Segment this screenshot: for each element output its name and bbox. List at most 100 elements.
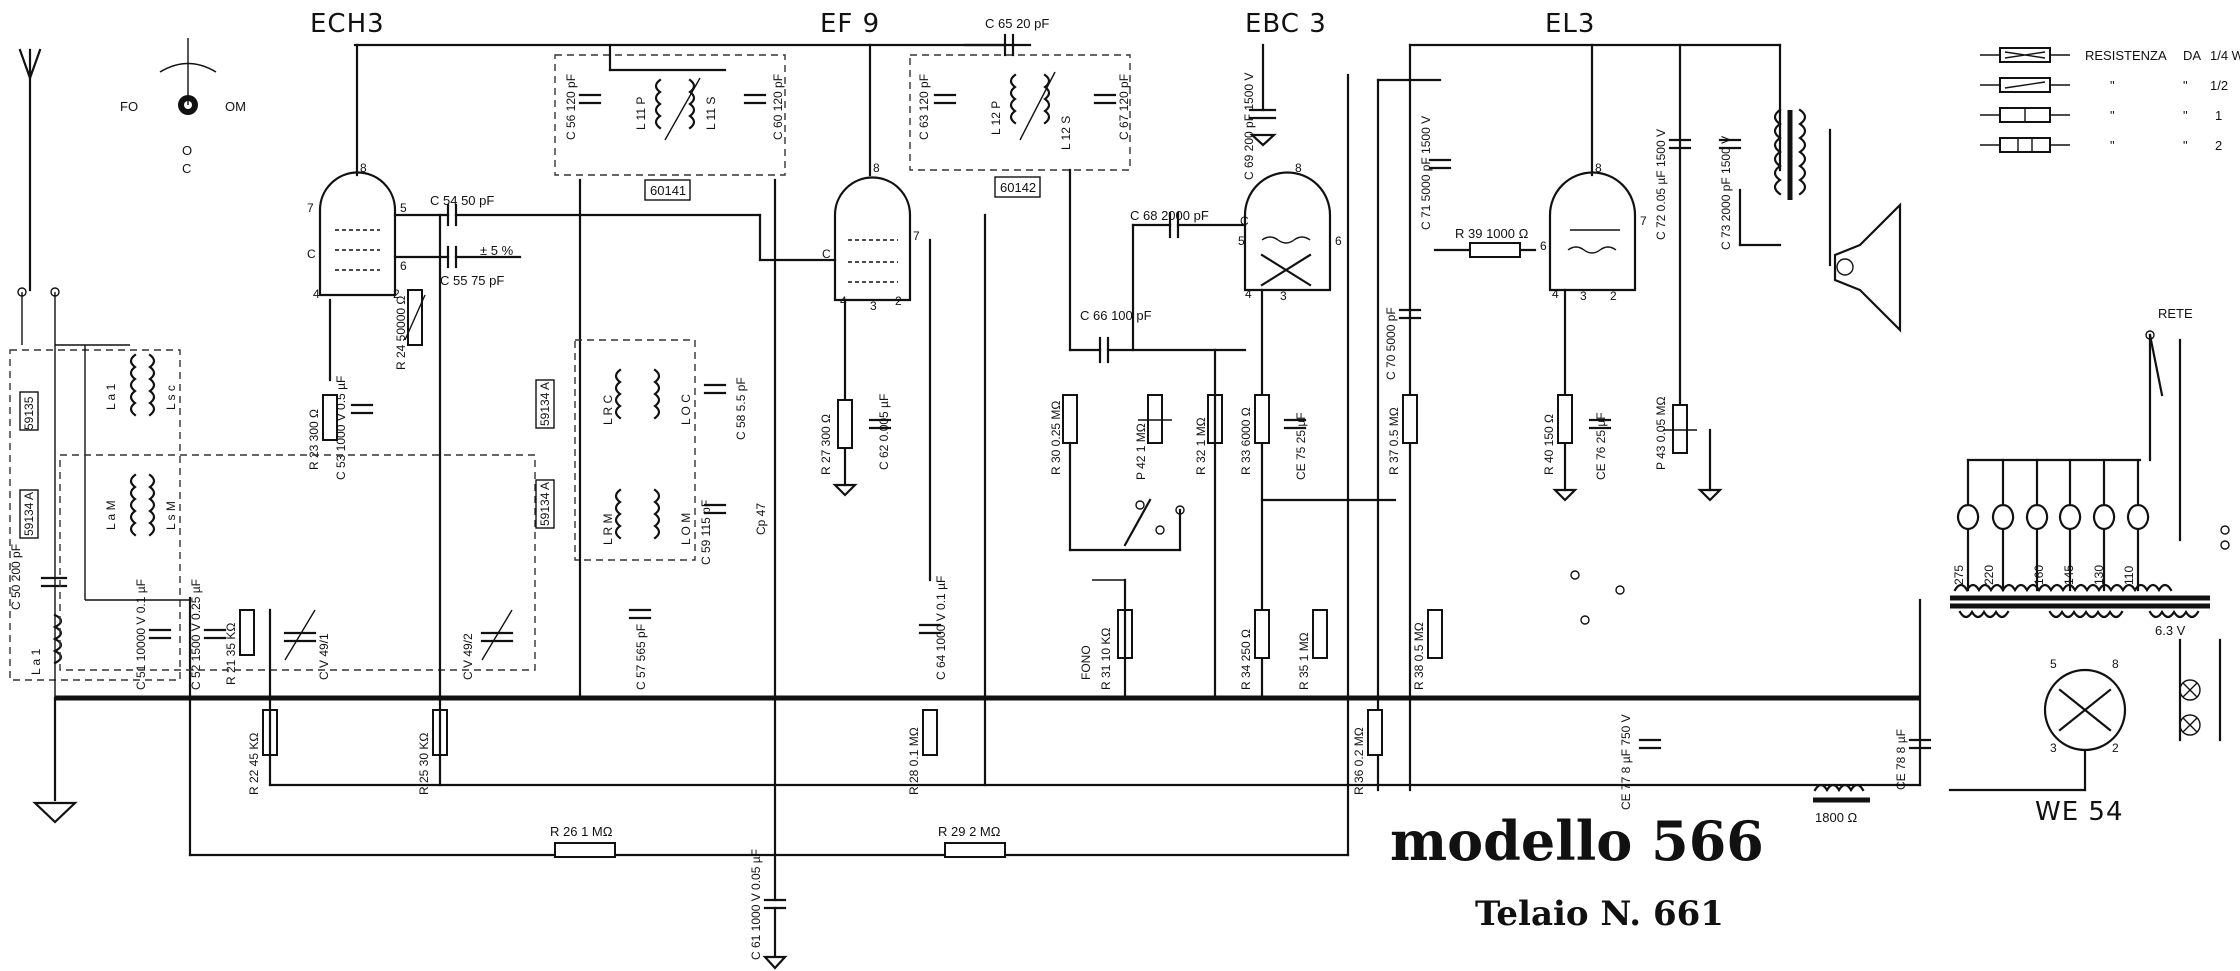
if-transformer-60142: C 65 20 pF C 63 120 pF L 12 P L 12 S C 6… (909, 16, 1131, 352)
svg-text:C: C (1240, 214, 1249, 228)
oscillator-coil-section: 59134 A 59134 A L R C L O C L R M L O M … (535, 339, 768, 690)
label-r22: R 22 45 KΩ (247, 733, 261, 795)
label-c63: C 63 120 pF (917, 74, 931, 140)
label-c61: C 61 1000 V 0.05 µF (749, 849, 763, 960)
label-c52: C 52 1500 V 0.25 µF (189, 579, 203, 690)
label-c62: C 62 0.005 µF (877, 394, 891, 470)
label-la1-series: L a 1 (29, 648, 43, 675)
label-r33: R 33 6000 Ω (1239, 407, 1253, 475)
tube-label-ebc3: EBC 3 (1245, 9, 1327, 39)
svg-text:8: 8 (1295, 161, 1302, 175)
label-ce78: CE 78 8 µF (1894, 729, 1908, 790)
svg-text:7: 7 (1640, 214, 1647, 228)
power-supply: 1800 Ω CE 78 8 µF 5 8 3 2 WE 54 (1813, 598, 2127, 827)
svg-text:5: 5 (1238, 234, 1245, 248)
tube-ebc3: EBC 3 8 C 5 6 4 3 C 69 200 pF 1500 V (1238, 9, 1342, 303)
label-c51: C 51 10000 V 0.1 µF (134, 579, 148, 690)
svg-text:3: 3 (1580, 289, 1587, 303)
label-60141: 60141 (650, 183, 686, 198)
label-p43: P 43 0.05 MΩ (1654, 397, 1668, 470)
label-r21: R 21 35 KΩ (224, 623, 238, 685)
resistor-legend: RESISTENZA DA 1/4 W " " 1/2 " " 1 " " 2 (1980, 47, 2240, 153)
label-choke: 1800 Ω (1815, 810, 1858, 825)
legend-col3-3: 1 (2215, 108, 2222, 123)
coil-label-la1: L a 1 (104, 383, 118, 410)
switch-label-c: C (182, 161, 191, 176)
label-c68: C 68 2000 pF (1130, 208, 1209, 223)
label-cv49-1: C V 49/1 (317, 633, 331, 680)
el3-grid-network: C 70 5000 pF C 71 5000 pF 1500 V R 37 0.… (1384, 116, 1537, 690)
label-c70: C 70 5000 pF (1384, 307, 1398, 380)
label-r29: R 29 2 MΩ (938, 824, 1001, 839)
label-r37: R 37 0.5 MΩ (1387, 407, 1401, 475)
label-rete: RETE (2158, 306, 2193, 321)
antenna-coil-section: 59135 59134 A L a 1 L a M L s c L s M C … (9, 344, 190, 698)
svg-text:4: 4 (1552, 287, 1559, 301)
label-r38: R 38 0.5 MΩ (1412, 622, 1426, 690)
ef9-cathode-network: R 27 300 Ω C 62 0.005 µF C 64 1000 V 0.1… (819, 213, 987, 795)
coil-code-59134a-2: 59134 A (538, 382, 552, 426)
svg-text:2: 2 (1610, 289, 1617, 303)
label-c64: C 64 1000 V 0.1 µF (934, 576, 948, 680)
label-c56: C 56 120 pF (564, 74, 578, 140)
tube-label-ech3: ECH3 (310, 9, 385, 39)
label-c73: C 73 2000 pF 1500 V (1719, 136, 1733, 250)
label-cv49-2: C V 49/2 (461, 633, 475, 680)
coil-label-lsc: L s c (164, 385, 178, 410)
label-lrm: L R M (601, 513, 615, 545)
svg-text:5: 5 (2050, 657, 2057, 671)
label-c59: C 59 115 pF (699, 500, 713, 565)
label-l12s: L 12 S (1059, 116, 1073, 150)
diagram-subtitle: Telaio N. 661 (1475, 894, 1724, 934)
legend-col3-4: 2 (2215, 138, 2222, 153)
label-c65: C 65 20 pF (985, 16, 1049, 31)
coupling-c54-c55: C 54 50 pF C 55 75 pF ± 5 % (393, 193, 762, 288)
switch-label-o: O (182, 143, 192, 158)
detector-network: C 68 2000 pF C 66 100 pF R 30 0.25 MΩ P … (1049, 208, 1247, 700)
power-transformer: 6.3 V 275 220 160 145 130 110 RETE (1950, 306, 2230, 742)
label-p42: P 42 1 MΩ (1134, 423, 1148, 480)
svg-text:8: 8 (1595, 161, 1602, 175)
tube-label-we54: WE 54 (2035, 797, 2123, 827)
label-c66: C 66 100 pF (1080, 308, 1152, 323)
svg-text:2: 2 (393, 287, 400, 301)
svg-text:7: 7 (307, 201, 314, 215)
label-c55-tol: ± 5 % (480, 243, 514, 258)
label-c67: C 67 120 pF (1117, 74, 1131, 140)
tap-110: 110 (2122, 566, 2136, 585)
coil-label-lam: L a M (104, 500, 118, 530)
if-transformer-60141: C 56 120 pF L 11 P L 11 S C 60 120 pF 60… (554, 43, 786, 857)
tube-label-ef9: EF 9 (820, 9, 880, 39)
svg-text:4: 4 (840, 294, 847, 308)
legend-label-3: " (2110, 108, 2115, 123)
label-c55: C 55 75 pF (440, 273, 504, 288)
resistor-r26: R 26 1 MΩ (550, 824, 616, 858)
svg-text:C: C (822, 247, 831, 261)
switch-label-fo: FO (120, 99, 138, 114)
avc-resistors: R 22 45 KΩ R 25 30 KΩ (247, 213, 448, 795)
legend-label-1: RESISTENZA (2085, 48, 2167, 63)
label-loc: L O C (679, 394, 693, 425)
svg-text:3: 3 (2050, 741, 2057, 755)
svg-text:5: 5 (400, 201, 407, 215)
label-r31: R 31 10 KΩ (1099, 628, 1113, 690)
label-c54: C 54 50 pF (430, 193, 494, 208)
label-r26: R 26 1 MΩ (550, 824, 613, 839)
ech3-screen-network: R 21 35 KΩ C 51 10000 V 0.1 µF C 52 1500… (59, 454, 536, 690)
legend-col2-3: " (2183, 108, 2188, 123)
tap-275: 275 (1952, 565, 1966, 585)
output-transformer-speaker (1738, 108, 1902, 333)
tone-control-network: C 72 0.05 µF 1500 V C 73 2000 pF 1500 V … (1619, 43, 1742, 810)
svg-text:6: 6 (1335, 234, 1342, 248)
tube-ech3: ECH3 8 7 5 C 6 4 2 (307, 9, 407, 301)
tube-label-el3: EL3 (1545, 9, 1595, 39)
svg-text:4: 4 (313, 287, 320, 301)
legend-col2-1: DA (2183, 48, 2201, 63)
tube-ef9: EF 9 8 C 7 4 3 2 (758, 9, 920, 313)
label-c53: C 53 1000 V 0.5 µF (334, 376, 348, 480)
svg-text:7: 7 (913, 229, 920, 243)
svg-text:C: C (307, 247, 316, 261)
label-r24: R 24 50000 Ω (394, 296, 408, 370)
label-lrc: L R C (601, 394, 615, 425)
